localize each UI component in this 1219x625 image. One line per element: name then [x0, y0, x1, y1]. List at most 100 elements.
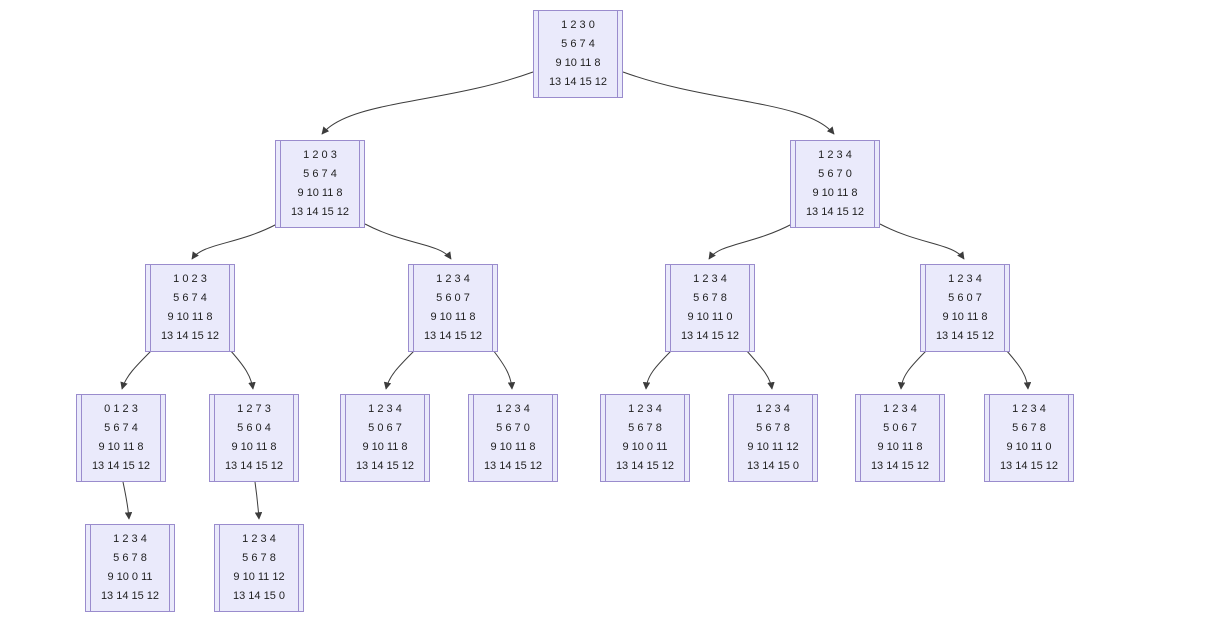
puzzle-row: 9 10 11 0: [687, 311, 733, 323]
puzzle-row: 9 10 11 8: [231, 441, 277, 453]
puzzle-row: 1 2 3 4: [756, 403, 790, 415]
puzzle-row: 5 6 7 8: [1012, 422, 1046, 434]
puzzle-row: 9 10 11 8: [98, 441, 144, 453]
puzzle-grid: 1 2 3 4 5 6 7 8 9 10 11 0 13 14 15 12: [672, 265, 748, 351]
node-n5: 1 2 3 4 5 6 7 8 9 10 11 0 13 14 15 12: [665, 264, 755, 352]
puzzle-row: 1 2 3 4: [496, 403, 530, 415]
puzzle-grid: 1 2 3 0 5 6 7 4 9 10 11 8 13 14 15 12: [540, 11, 616, 97]
puzzle-row: 5 6 7 0: [818, 168, 852, 180]
puzzle-grid: 1 2 3 4 5 6 7 8 9 10 11 12 13 14 15 0: [735, 395, 811, 481]
puzzle-row: 5 6 0 7: [436, 292, 470, 304]
edge-n4-n10: [492, 349, 516, 390]
puzzle-row: 5 6 7 4: [303, 168, 337, 180]
edge-n7-n15: [122, 481, 133, 520]
node-n10: 1 2 3 4 5 6 7 0 9 10 11 8 13 14 15 12: [468, 394, 558, 482]
puzzle-row: 5 6 7 8: [693, 292, 727, 304]
puzzle-row: 9 10 11 8: [430, 311, 476, 323]
puzzle-row: 9 10 11 8: [877, 441, 923, 453]
puzzle-row: 1 2 3 4: [628, 403, 662, 415]
puzzle-row: 13 14 15 12: [483, 460, 543, 472]
puzzle-grid: 0 1 2 3 5 6 7 4 9 10 11 8 13 14 15 12: [83, 395, 159, 481]
puzzle-grid: 1 0 2 3 5 6 7 4 9 10 11 8 13 14 15 12: [152, 265, 228, 351]
puzzle-row: 1 2 3 4: [1012, 403, 1046, 415]
puzzle-row: 9 10 11 8: [297, 187, 343, 199]
puzzle-row: 1 0 2 3: [173, 273, 207, 285]
edge-n6-n13: [897, 349, 928, 390]
edge-n6-n14: [1005, 349, 1032, 390]
puzzle-row: 1 2 3 4: [113, 533, 147, 545]
node-n1: 1 2 0 3 5 6 7 4 9 10 11 8 13 14 15 12: [275, 140, 365, 228]
puzzle-row: 13 14 15 12: [423, 330, 483, 342]
puzzle-row: 5 6 7 0: [496, 422, 530, 434]
edge-n0-n1: [321, 71, 534, 135]
puzzle-row: 9 10 0 11: [107, 571, 153, 583]
puzzle-grid: 1 2 3 4 5 6 7 8 9 10 0 11 13 14 15 12: [92, 525, 168, 611]
puzzle-row: 13 14 15 12: [91, 460, 151, 472]
puzzle-row: 9 10 11 8: [490, 441, 536, 453]
puzzle-grid: 1 2 3 4 5 6 7 8 9 10 0 11 13 14 15 12: [607, 395, 683, 481]
puzzle-row: 5 6 0 4: [237, 422, 271, 434]
puzzle-row: 1 2 3 4: [948, 273, 982, 285]
puzzle-row: 13 14 15 12: [999, 460, 1059, 472]
puzzle-row: 13 14 15 12: [805, 206, 865, 218]
puzzle-row: 13 14 15 12: [935, 330, 995, 342]
node-n4: 1 2 3 4 5 6 0 7 9 10 11 8 13 14 15 12: [408, 264, 498, 352]
node-n3: 1 0 2 3 5 6 7 4 9 10 11 8 13 14 15 12: [145, 264, 235, 352]
node-n13: 1 2 3 4 5 0 6 7 9 10 11 8 13 14 15 12: [855, 394, 945, 482]
edge-n5-n11: [642, 349, 673, 390]
node-n12: 1 2 3 4 5 6 7 8 9 10 11 12 13 14 15 0: [728, 394, 818, 482]
puzzle-row: 1 2 0 3: [303, 149, 337, 161]
puzzle-grid: 1 2 0 3 5 6 7 4 9 10 11 8 13 14 15 12: [282, 141, 358, 227]
puzzle-row: 13 14 15 12: [870, 460, 930, 472]
puzzle-row: 5 6 7 8: [242, 552, 276, 564]
node-n9: 1 2 3 4 5 0 6 7 9 10 11 8 13 14 15 12: [340, 394, 430, 482]
puzzle-row: 13 14 15 12: [548, 76, 608, 88]
puzzle-row: 1 2 3 0: [561, 19, 595, 31]
edge-n2-n5: [708, 223, 793, 260]
puzzle-grid: 1 2 3 4 5 6 7 0 9 10 11 8 13 14 15 12: [475, 395, 551, 481]
node-n16: 1 2 3 4 5 6 7 8 9 10 11 12 13 14 15 0: [214, 524, 304, 612]
node-n14: 1 2 3 4 5 6 7 8 9 10 11 0 13 14 15 12: [984, 394, 1074, 482]
puzzle-row: 13 14 15 12: [615, 460, 675, 472]
puzzle-row: 9 10 11 8: [812, 187, 858, 199]
puzzle-row: 9 10 11 12: [747, 441, 799, 453]
puzzle-row: 5 6 7 8: [113, 552, 147, 564]
puzzle-row: 1 2 3 4: [883, 403, 917, 415]
puzzle-row: 13 14 15 12: [680, 330, 740, 342]
puzzle-row: 5 0 6 7: [883, 422, 917, 434]
puzzle-grid: 1 2 3 4 5 6 0 7 9 10 11 8 13 14 15 12: [927, 265, 1003, 351]
node-n15: 1 2 3 4 5 6 7 8 9 10 0 11 13 14 15 12: [85, 524, 175, 612]
puzzle-grid: 1 2 3 4 5 6 7 8 9 10 11 12 13 14 15 0: [221, 525, 297, 611]
puzzle-row: 9 10 0 11: [622, 441, 668, 453]
edge-n1-n4: [364, 223, 452, 260]
edge-n4-n9: [383, 349, 416, 390]
puzzle-row: 9 10 11 8: [362, 441, 408, 453]
puzzle-row: 5 6 7 8: [628, 422, 662, 434]
puzzle-grid: 1 2 3 4 5 0 6 7 9 10 11 8 13 14 15 12: [347, 395, 423, 481]
node-n11: 1 2 3 4 5 6 7 8 9 10 0 11 13 14 15 12: [600, 394, 690, 482]
puzzle-row: 13 14 15 0: [747, 460, 799, 472]
edge-n0-n2: [622, 71, 835, 135]
node-n8: 1 2 7 3 5 6 0 4 9 10 11 8 13 14 15 12: [209, 394, 299, 482]
puzzle-row: 9 10 11 8: [167, 311, 213, 323]
puzzle-row: 5 6 7 4: [561, 38, 595, 50]
puzzle-grid: 1 2 3 4 5 0 6 7 9 10 11 8 13 14 15 12: [862, 395, 938, 481]
puzzle-row: 5 0 6 7: [368, 422, 402, 434]
edge-n5-n12: [745, 349, 775, 390]
puzzle-row: 13 14 15 12: [224, 460, 284, 472]
puzzle-row: 0 1 2 3: [104, 403, 138, 415]
puzzle-row: 1 2 3 4: [242, 533, 276, 545]
puzzle-row: 13 14 15 0: [233, 590, 285, 602]
puzzle-row: 9 10 11 8: [942, 311, 988, 323]
puzzle-row: 1 2 7 3: [237, 403, 271, 415]
puzzle-row: 13 14 15 12: [355, 460, 415, 472]
puzzle-grid: 1 2 3 4 5 6 7 8 9 10 11 0 13 14 15 12: [991, 395, 1067, 481]
edge-n1-n3: [191, 223, 278, 260]
edge-n3-n8: [229, 349, 256, 390]
node-n0-root: 1 2 3 0 5 6 7 4 9 10 11 8 13 14 15 12: [533, 10, 623, 98]
puzzle-row: 13 14 15 12: [290, 206, 350, 218]
node-n6: 1 2 3 4 5 6 0 7 9 10 11 8 13 14 15 12: [920, 264, 1010, 352]
puzzle-row: 5 6 0 7: [948, 292, 982, 304]
edge-n2-n6: [879, 223, 965, 260]
